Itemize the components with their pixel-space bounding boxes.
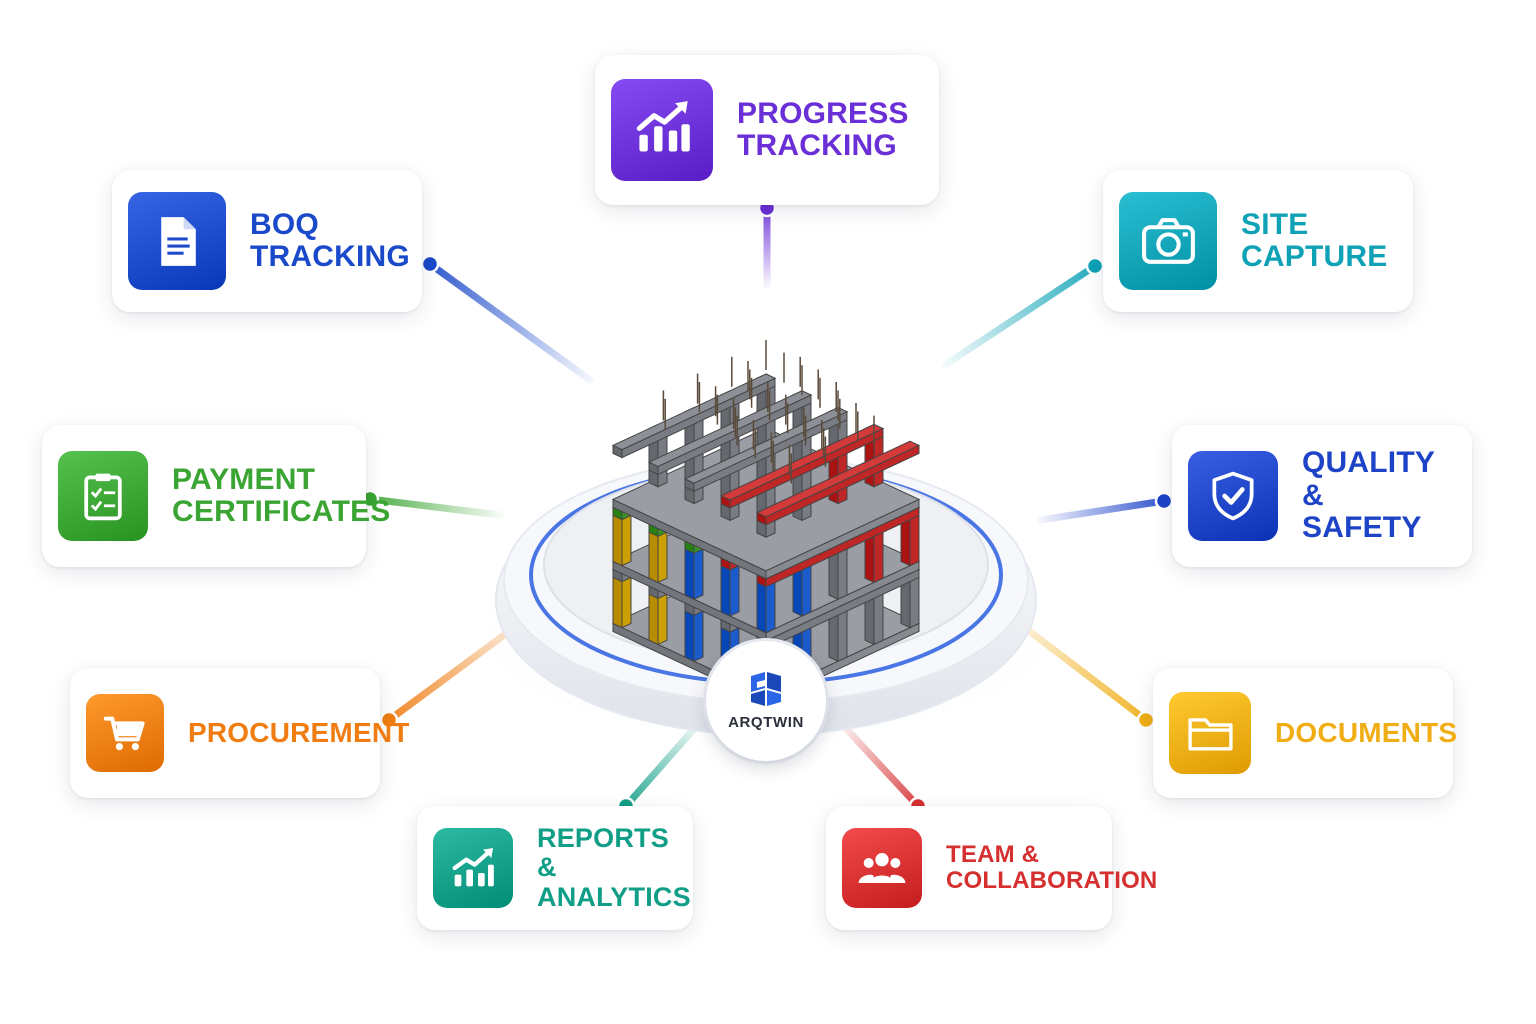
feature-label-reports: REPORTS &ANALYTICS [537, 823, 691, 912]
feature-label-line: REPORTS & [537, 823, 669, 883]
feature-label-quality: QUALITY &SAFETY [1302, 447, 1456, 544]
connector-line-boq [426, 260, 594, 384]
feature-card-procurement[interactable]: PROCUREMENT [70, 668, 409, 798]
connector-line-quality [1036, 497, 1168, 524]
shopping-cart-icon [86, 694, 164, 772]
feature-label-line: BOQ [250, 207, 319, 241]
feature-label-line: COLLABORATION [946, 867, 1158, 894]
feature-label-line: ANALYTICS [537, 881, 691, 912]
feature-label-team: TEAM &COLLABORATION [946, 842, 1157, 894]
trending-chart-icon [611, 79, 713, 181]
document-icon [128, 192, 226, 290]
feature-label-line: TRACKING [737, 129, 897, 162]
feature-label-line: CERTIFICATES [172, 495, 391, 528]
connector-line-payment [366, 495, 504, 519]
feature-label-line: TEAM & [946, 841, 1040, 869]
feature-label-line: CAPTURE [1241, 240, 1388, 273]
connector-dot-procurement [379, 710, 399, 730]
connector-line-site [941, 262, 1099, 369]
feature-card-team[interactable]: TEAM &COLLABORATION [826, 806, 1157, 930]
brand-badge: ARQTWIN [706, 641, 826, 761]
brand-logo-icon [751, 671, 781, 706]
feature-label-line: PROGRESS [737, 96, 909, 130]
feature-card-quality[interactable]: QUALITY &SAFETY [1172, 425, 1472, 567]
connector-dot-site [1085, 256, 1105, 276]
feature-label-line: QUALITY & [1302, 446, 1435, 512]
clipboard-checklist-icon [58, 451, 148, 541]
camera-icon [1119, 192, 1217, 290]
brand-name: ARQTWIN [728, 713, 804, 731]
folder-icon [1169, 692, 1251, 774]
connector-dot-documents [1136, 710, 1156, 730]
building-structure-illustration [611, 340, 921, 704]
feature-label-line: PAYMENT [172, 462, 316, 496]
connector-dot-quality [1154, 491, 1174, 511]
growth-chart-icon [433, 828, 513, 908]
feature-label-line: SAFETY [1302, 511, 1422, 545]
feature-label-line: PROCUREMENT [188, 716, 410, 748]
feature-card-reports[interactable]: REPORTS &ANALYTICS [417, 806, 693, 930]
shield-check-icon [1188, 451, 1278, 541]
feature-label-documents: DOCUMENTS [1275, 716, 1458, 748]
connector-dot-boq [420, 254, 440, 274]
feature-label-procurement: PROCUREMENT [188, 716, 410, 748]
feature-label-line: SITE [1241, 207, 1309, 241]
feature-card-documents[interactable]: DOCUMENTS [1153, 668, 1457, 798]
team-people-icon [842, 828, 922, 908]
feature-label-line: TRACKING [250, 240, 410, 273]
feature-label-line: DOCUMENTS [1275, 716, 1458, 748]
